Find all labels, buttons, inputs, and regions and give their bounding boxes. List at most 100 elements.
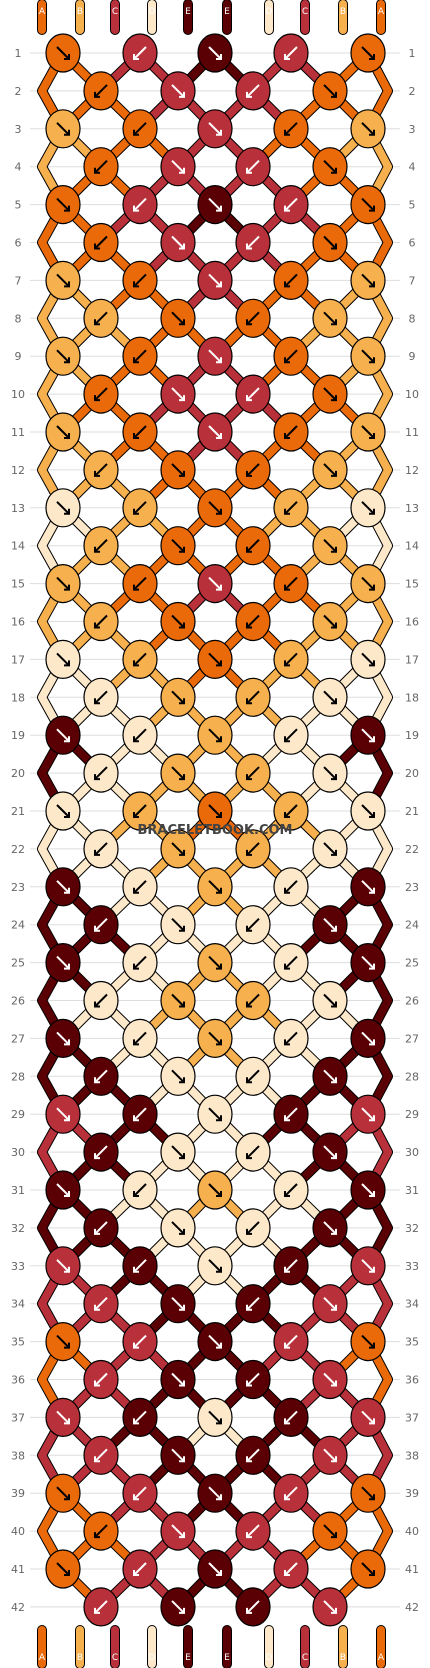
row-number-left: 10 <box>11 388 25 401</box>
knot <box>160 905 196 945</box>
knot-arrow-icon <box>208 122 222 136</box>
knot-arrow-icon <box>361 46 375 60</box>
bottom-strand-label: A <box>39 1653 46 1663</box>
knot-arrow-icon <box>208 576 222 591</box>
knot-arrow-icon <box>284 425 298 439</box>
knot-arrow-icon <box>284 197 298 212</box>
knot-arrow-icon <box>56 425 70 439</box>
row-number-right: 25 <box>405 957 419 970</box>
knot <box>83 1435 119 1475</box>
row-number-left: 33 <box>11 1260 25 1273</box>
row-number-right: 31 <box>405 1184 419 1197</box>
knot-arrow-icon <box>323 1221 337 1235</box>
knot <box>122 336 158 376</box>
knot-arrow-icon <box>246 387 260 401</box>
knot-arrow-icon <box>56 1334 70 1349</box>
knot <box>312 1359 348 1400</box>
top-strand-label: E <box>185 7 191 17</box>
knot <box>235 980 271 1021</box>
knot-arrow-icon <box>246 690 260 705</box>
knot <box>45 867 81 907</box>
knot-arrow-icon <box>323 235 337 250</box>
row-number-left: 9 <box>15 350 22 363</box>
row-number-right: 22 <box>405 843 419 856</box>
row-number-left: 22 <box>11 843 25 856</box>
bottom-strand-label: C <box>302 1653 308 1663</box>
knot-arrow-icon <box>246 1524 260 1538</box>
knot-arrow-icon <box>171 1069 185 1084</box>
knot-arrow-icon <box>133 1183 147 1197</box>
row-number-right: 21 <box>405 805 419 818</box>
knot-arrow-icon <box>361 1486 375 1500</box>
knot-arrow-icon <box>361 880 375 894</box>
row-number-left: 20 <box>11 767 25 780</box>
knot-arrow-icon <box>323 1600 337 1614</box>
knot <box>122 867 158 907</box>
knot <box>197 1018 233 1059</box>
knot <box>160 1208 196 1248</box>
knot <box>312 222 348 263</box>
knot-arrow-icon <box>361 652 375 667</box>
knot-arrow-icon <box>284 1259 298 1273</box>
row-number-left: 39 <box>11 1487 25 1500</box>
knot <box>83 1587 119 1627</box>
knot-arrow-icon <box>171 1372 185 1387</box>
knot <box>122 942 158 983</box>
knot-arrow-icon <box>94 842 108 856</box>
knot <box>312 1284 348 1324</box>
knot <box>273 639 309 680</box>
row-number-right: 18 <box>405 691 419 704</box>
knot-arrow-icon <box>56 804 70 818</box>
row-number-right: 16 <box>405 616 419 629</box>
knot <box>273 336 309 376</box>
row-number-left: 1 <box>15 47 22 60</box>
knot-arrow-icon <box>94 766 108 780</box>
knot-arrow-icon <box>133 804 147 818</box>
row-number-right: 19 <box>405 729 419 742</box>
knot-arrow-icon <box>208 1259 222 1273</box>
knot-arrow-icon <box>56 197 70 212</box>
knot-arrow-icon <box>171 235 185 250</box>
knot <box>83 1132 119 1172</box>
knot-arrow-icon <box>323 1145 337 1159</box>
knot-arrow-icon <box>94 538 108 553</box>
knot-arrow-icon <box>171 1145 185 1159</box>
knot-arrow-icon <box>133 1259 147 1273</box>
knot-arrow-icon <box>171 1524 185 1538</box>
row-number-left: 23 <box>11 881 25 894</box>
knot <box>122 563 158 604</box>
knot <box>312 677 348 717</box>
knot <box>83 829 119 869</box>
knot-arrow-icon <box>284 273 298 288</box>
knot-arrow-icon <box>361 1107 375 1121</box>
knot-arrow-icon <box>284 652 298 667</box>
top-strand-label: E <box>224 7 230 17</box>
knot-arrow-icon <box>171 766 185 780</box>
row-number-right: 28 <box>405 1070 419 1083</box>
knot-arrow-icon <box>208 1107 222 1121</box>
knot-arrow-icon <box>246 463 260 477</box>
knot-arrow-icon <box>246 993 260 1008</box>
knot <box>122 1473 158 1513</box>
knot <box>312 298 348 338</box>
row-number-right: 30 <box>405 1146 419 1159</box>
knot-arrow-icon <box>56 728 70 742</box>
knot <box>312 1056 348 1096</box>
knot-arrow-icon <box>208 652 222 667</box>
knot <box>235 677 271 717</box>
knot-arrow-icon <box>133 576 147 591</box>
knot-arrow-icon <box>246 1296 260 1311</box>
row-number-left: 29 <box>11 1108 25 1121</box>
knot-arrow-icon <box>56 1562 70 1576</box>
knot-arrow-icon <box>246 1221 260 1235</box>
knot-arrow-icon <box>133 1334 147 1349</box>
knot-arrow-icon <box>94 690 108 705</box>
knot-arrow-icon <box>56 1031 70 1046</box>
knot-arrow-icon <box>246 311 260 326</box>
knot-arrow-icon <box>246 1372 260 1387</box>
knot <box>122 1246 158 1286</box>
row-number-right: 38 <box>405 1449 419 1462</box>
knot-arrow-icon <box>361 1183 375 1197</box>
knot-arrow-icon <box>56 349 70 363</box>
knot-arrow-icon <box>323 1448 337 1463</box>
